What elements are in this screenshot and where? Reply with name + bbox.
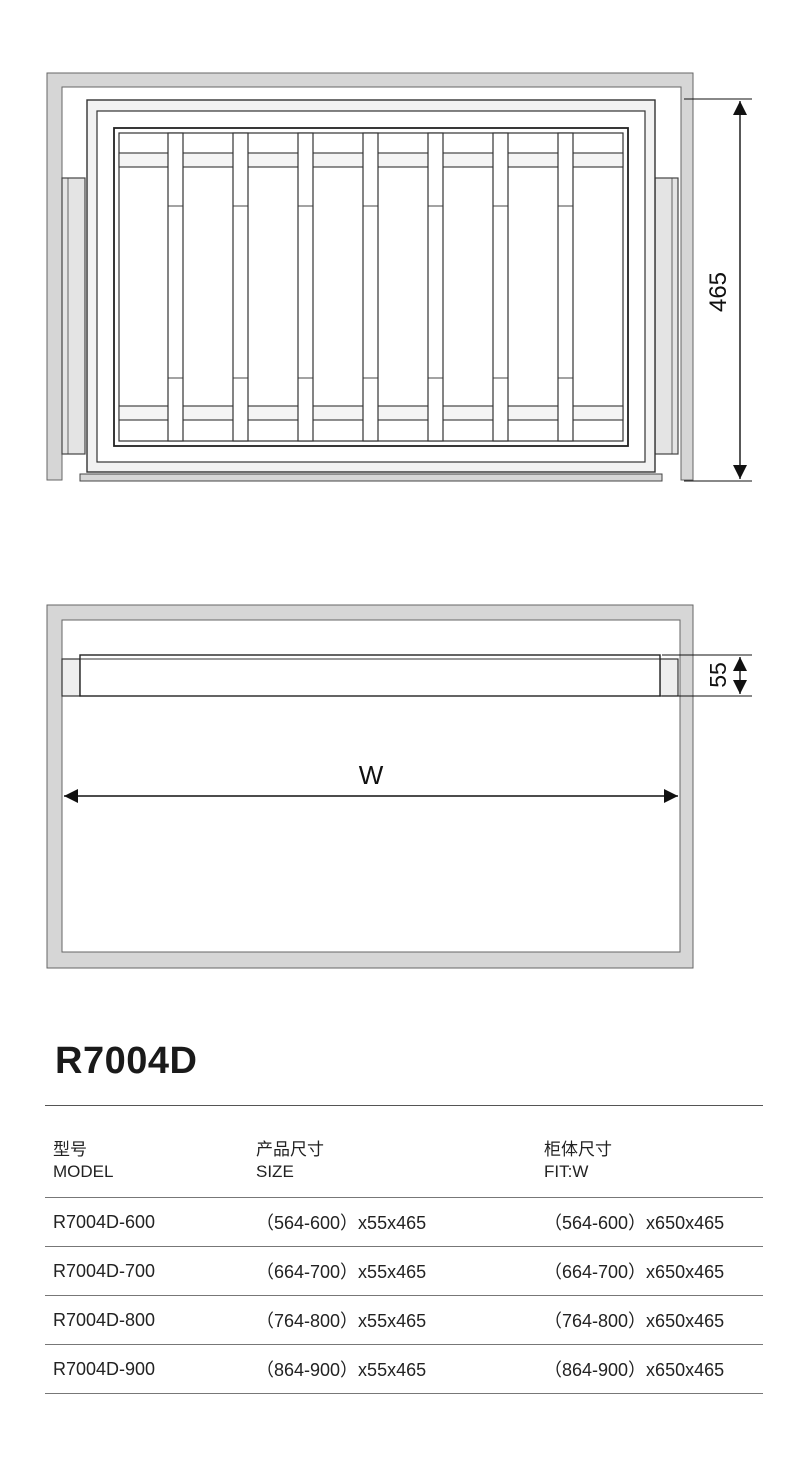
header-model-en: MODEL: [53, 1162, 114, 1181]
cell-fit: （764-800）x650x465: [536, 1295, 763, 1345]
basket-bars: [167, 132, 574, 442]
basket-bar: [167, 132, 184, 442]
cell-fit: （564-600）x650x465: [536, 1197, 763, 1247]
thickness-dimension: 55: [662, 654, 752, 697]
height-dimension: 465: [684, 98, 752, 482]
cell-fit: （664-700）x650x465: [536, 1246, 763, 1296]
basket-bar: [427, 132, 444, 442]
header-size: 产品尺寸 SIZE: [248, 1135, 536, 1198]
cell-model: R7004D-800: [45, 1295, 248, 1345]
drawer-body-front: [79, 654, 661, 697]
basket-bar: [492, 132, 509, 442]
front-plate: [79, 473, 663, 482]
header-model: 型号 MODEL: [45, 1135, 248, 1198]
thickness-dimension-label: 55: [705, 662, 731, 688]
header-size-en: SIZE: [256, 1162, 294, 1181]
cell-size: （864-900）x55x465: [248, 1344, 536, 1394]
top-view: 465: [46, 72, 752, 482]
cell-model: R7004D-600: [45, 1197, 248, 1247]
cell-size: （564-600）x55x465: [248, 1197, 536, 1247]
height-dimension-label: 465: [705, 272, 732, 312]
table-row: R7004D-700 （664-700）x55x465 （664-700）x65…: [45, 1246, 763, 1296]
table-header-row: 型号 MODEL 产品尺寸 SIZE 柜体尺寸 FIT:W: [45, 1135, 763, 1198]
table-row: R7004D-600 （564-600）x55x465 （564-600）x65…: [45, 1197, 763, 1247]
left-runner: [61, 177, 86, 455]
left-runner-front: [61, 658, 81, 697]
cabinet-frame-front-view: [46, 604, 694, 969]
cell-size: （664-700）x55x465: [248, 1246, 536, 1296]
cell-model: R7004D-900: [45, 1344, 248, 1394]
basket-outer: [113, 127, 629, 447]
basket-bar: [297, 132, 314, 442]
right-runner: [654, 177, 679, 455]
header-fit: 柜体尺寸 FIT:W: [536, 1135, 763, 1198]
basket-bar: [232, 132, 249, 442]
cell-fit: （864-900）x650x465: [536, 1344, 763, 1394]
cabinet-frame-top-view: [46, 72, 694, 481]
spec-table: 型号 MODEL 产品尺寸 SIZE 柜体尺寸 FIT:W R7004D-600…: [45, 1135, 763, 1394]
width-dimension: W: [64, 760, 678, 803]
model-title: R7004D: [55, 1040, 198, 1082]
basket-bar: [362, 132, 379, 442]
cell-size: （764-800）x55x465: [248, 1295, 536, 1345]
table-top-rule: [45, 1105, 763, 1106]
technical-drawing: 465 55 W: [46, 72, 752, 969]
front-view: 55 W: [46, 604, 752, 969]
header-fit-en: FIT:W: [544, 1162, 589, 1181]
width-dimension-label: W: [359, 760, 384, 790]
table-row: R7004D-800 （764-800）x55x465 （764-800）x65…: [45, 1295, 763, 1345]
cell-model: R7004D-700: [45, 1246, 248, 1296]
header-model-zh: 型号: [53, 1140, 87, 1160]
header-fit-zh: 柜体尺寸: [544, 1140, 612, 1160]
basket-bar: [557, 132, 574, 442]
header-size-zh: 产品尺寸: [256, 1140, 324, 1160]
right-runner-front: [659, 658, 679, 697]
table-row: R7004D-900 （864-900）x55x465 （864-900）x65…: [45, 1344, 763, 1394]
